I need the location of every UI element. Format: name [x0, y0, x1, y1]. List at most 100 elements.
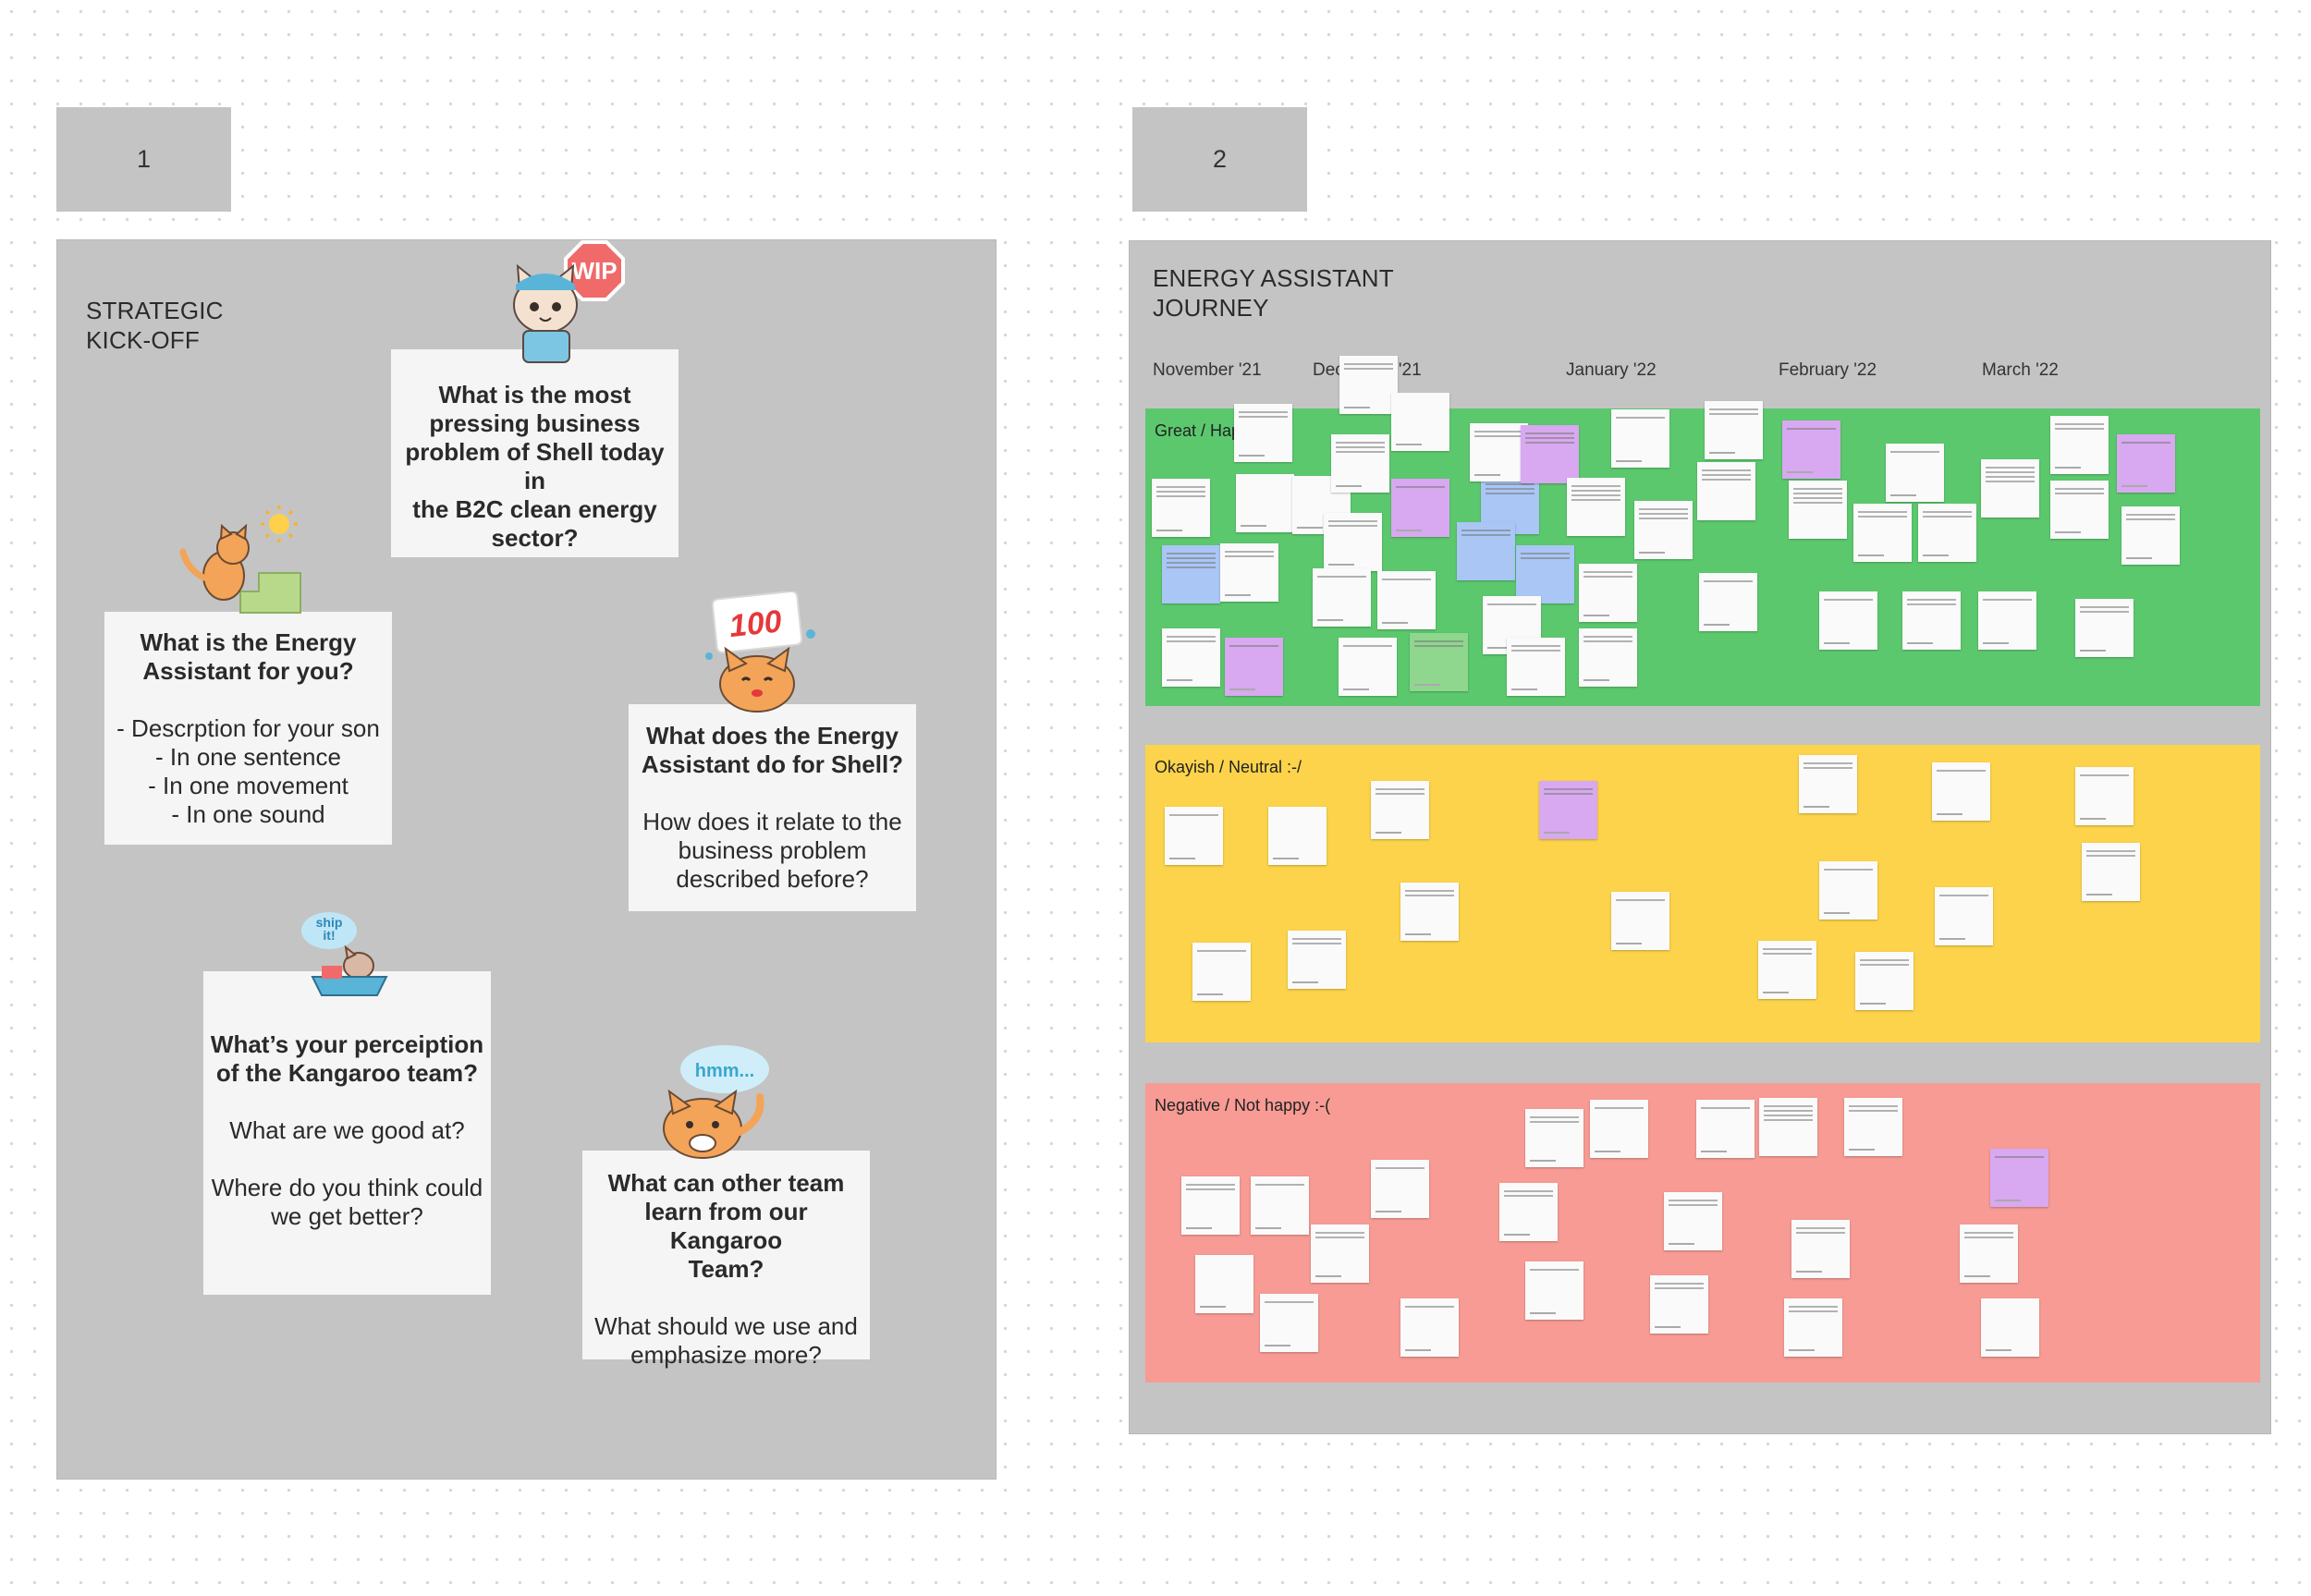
sticky-note[interactable]	[1664, 1192, 1722, 1250]
sticky-note[interactable]	[1990, 1149, 2048, 1207]
sticky-note[interactable]	[2075, 767, 2134, 825]
sticky-note[interactable]	[1819, 861, 1877, 920]
sticky-note[interactable]	[1410, 633, 1468, 691]
sticky-note[interactable]	[1844, 1098, 1902, 1156]
sticky-note[interactable]	[1162, 628, 1220, 687]
sticky-note[interactable]	[1705, 401, 1763, 459]
sticky-note[interactable]	[1371, 1160, 1429, 1218]
sticky-note[interactable]	[1339, 638, 1397, 696]
sticky-note[interactable]	[1525, 1109, 1583, 1167]
sticky-note[interactable]	[1507, 638, 1565, 696]
question-card-kangaroo-perception[interactable]: What’s your perceiption of the Kangaroo …	[203, 971, 491, 1295]
sticky-note[interactable]	[1192, 943, 1251, 1001]
sticky-note[interactable]	[1935, 887, 1993, 945]
sticky-note[interactable]	[1853, 504, 1912, 562]
sticky-note[interactable]	[1324, 513, 1382, 571]
question-text: What is the most pressing business probl…	[405, 381, 665, 552]
sticky-note[interactable]	[1539, 781, 1597, 839]
sticky-note[interactable]	[1932, 762, 1990, 821]
lane-neutral[interactable]: Okayish / Neutral :-/	[1145, 745, 2260, 1042]
question-card-energy-assistant-for-you[interactable]: What is the Energy Assistant for you? - …	[104, 612, 392, 845]
sticky-note[interactable]	[1311, 1224, 1369, 1283]
question-text: What can other team learn from our Kanga…	[607, 1169, 845, 1283]
sticky-note[interactable]	[1391, 479, 1449, 537]
sticky-note[interactable]	[1400, 883, 1459, 941]
sticky-note[interactable]	[2121, 506, 2180, 565]
sticky-note[interactable]	[1162, 545, 1220, 603]
sticky-note[interactable]	[1268, 807, 1327, 865]
sticky-note[interactable]	[1981, 1298, 2039, 1357]
sticky-note[interactable]	[1886, 444, 1944, 502]
sticky-note[interactable]	[1567, 478, 1625, 536]
sticky-note[interactable]	[1457, 522, 1515, 580]
frame-1-tab[interactable]: 1	[56, 107, 231, 212]
sticky-note[interactable]	[2050, 481, 2109, 539]
sticky-note[interactable]	[1758, 941, 1816, 999]
frame-2-number: 2	[1212, 145, 1228, 173]
sticky-note[interactable]	[1855, 952, 1914, 1010]
sticky-note[interactable]	[1195, 1255, 1253, 1313]
sticky-note[interactable]	[1220, 543, 1278, 602]
sticky-note[interactable]	[1516, 545, 1574, 603]
sticky-note[interactable]	[1181, 1176, 1240, 1235]
sticky-note[interactable]	[1579, 628, 1637, 687]
sticky-note[interactable]	[1634, 501, 1693, 559]
sticky-note[interactable]	[1981, 459, 2039, 518]
sticky-note[interactable]	[1377, 571, 1436, 629]
sticky-note[interactable]	[1288, 931, 1346, 989]
sticky-note[interactable]	[1590, 1100, 1648, 1158]
sticky-note[interactable]	[1391, 393, 1449, 451]
frame-1-number: 1	[136, 145, 152, 173]
sticky-note[interactable]	[2050, 416, 2109, 474]
wip-text: WIP	[571, 257, 617, 285]
sticky-note[interactable]	[1978, 591, 2036, 650]
sticky-note[interactable]	[1339, 356, 1398, 414]
sticky-note[interactable]	[1525, 1261, 1583, 1320]
sticky-note[interactable]	[1234, 404, 1292, 462]
sticky-note[interactable]	[1697, 462, 1755, 520]
sticky-note[interactable]	[1791, 1220, 1850, 1278]
sticky-note[interactable]	[1400, 1298, 1459, 1357]
question-text: What’s your perceiption of the Kangaroo …	[210, 1030, 484, 1087]
sticky-note[interactable]	[1470, 423, 1528, 481]
question-body: What should we use and emphasize more?	[594, 1312, 858, 1369]
sticky-note[interactable]	[1579, 564, 1637, 622]
sticky-note[interactable]	[1918, 504, 1976, 562]
sticky-note[interactable]	[2117, 434, 2175, 493]
sticky-note[interactable]	[2082, 843, 2140, 901]
sticky-note[interactable]	[2075, 599, 2134, 657]
sticky-note[interactable]	[1902, 591, 1961, 650]
sticky-note[interactable]	[1699, 573, 1757, 631]
sticky-note[interactable]	[1759, 1098, 1817, 1156]
sticky-note[interactable]	[1165, 807, 1223, 865]
sticky-note[interactable]	[1371, 781, 1429, 839]
lane-label: Okayish / Neutral :-/	[1155, 758, 1302, 776]
sticky-note[interactable]	[1960, 1224, 2018, 1283]
question-card-energy-assistant-for-shell[interactable]: What does the Energy Assistant do for Sh…	[629, 704, 916, 911]
sticky-note[interactable]	[1611, 409, 1669, 468]
question-text: What does the Energy Assistant do for Sh…	[641, 722, 904, 778]
sticky-note[interactable]	[1521, 425, 1579, 483]
climbing-cat-sticker	[179, 506, 301, 614]
sticky-note[interactable]	[1799, 755, 1857, 813]
sticky-note[interactable]	[1331, 434, 1389, 493]
sticky-note[interactable]	[1251, 1176, 1309, 1235]
question-card-learn-from-kangaroo[interactable]: What can other team learn from our Kanga…	[582, 1151, 870, 1369]
sticky-note[interactable]	[1611, 892, 1669, 950]
question-body: - Descrption for your son - In one sente…	[116, 714, 380, 828]
sticky-note[interactable]	[1313, 568, 1371, 627]
sticky-note[interactable]	[1260, 1294, 1318, 1352]
sticky-note[interactable]	[1782, 420, 1840, 479]
sticky-note[interactable]	[1696, 1100, 1755, 1158]
sticky-note[interactable]	[1499, 1183, 1558, 1241]
sticky-note[interactable]	[1152, 479, 1210, 537]
question-card-business-problem[interactable]: What is the most pressing business probl…	[391, 349, 679, 557]
sticky-note[interactable]	[1650, 1275, 1708, 1334]
month-header: February '22	[1779, 360, 1877, 380]
sticky-note[interactable]	[1819, 591, 1877, 650]
sticky-note[interactable]	[1784, 1298, 1842, 1357]
frame-2-tab[interactable]: 2	[1132, 107, 1307, 212]
sticky-note[interactable]	[1236, 474, 1294, 532]
sticky-note[interactable]	[1789, 481, 1847, 539]
sticky-note[interactable]	[1225, 638, 1283, 696]
